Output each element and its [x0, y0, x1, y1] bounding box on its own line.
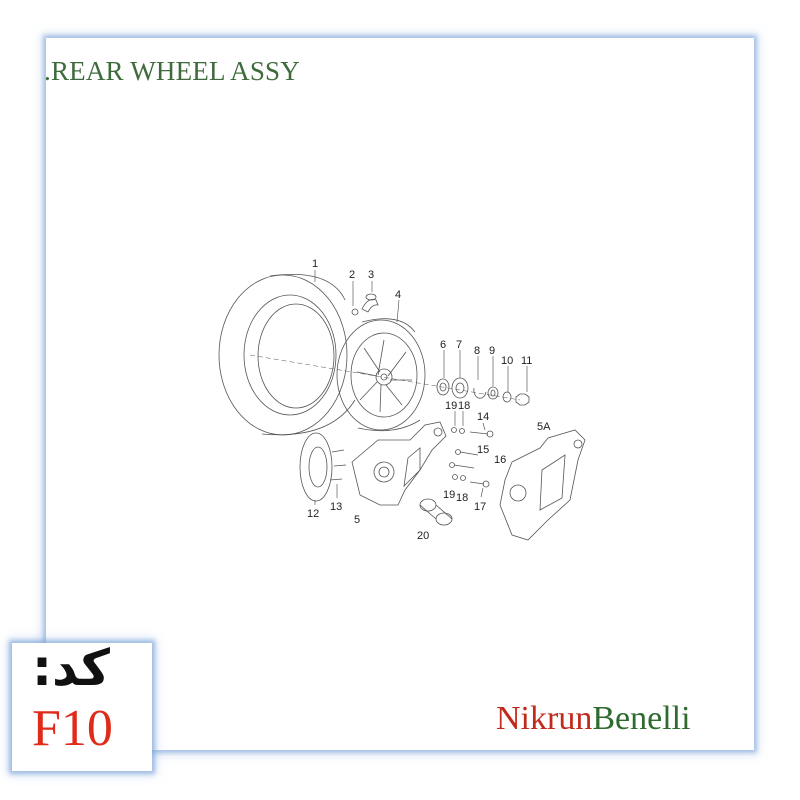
callout-5A: 5A: [537, 421, 551, 433]
tire-part: [218, 274, 356, 436]
wheel-rim-part: [336, 318, 426, 432]
page-title: .REAR WHEEL ASSY: [44, 56, 300, 86]
bracket-part: [499, 429, 586, 541]
callout-20: 20: [417, 530, 429, 542]
callout-4: 4: [395, 289, 401, 301]
callout-10: 10: [501, 355, 513, 367]
code-value: F10: [32, 700, 113, 757]
valve-part: [351, 293, 379, 316]
callout-19-upper: 19: [445, 400, 457, 412]
callout-13: 13: [330, 501, 342, 513]
callout-1: 1: [312, 258, 318, 270]
bushing-part: [419, 498, 453, 526]
callout-labels: 1 2 3 4 6 7 8 9 10 11 19 18 14 15 16 5A …: [307, 258, 551, 542]
callout-16: 16: [494, 454, 506, 466]
callout-18-upper: 18: [458, 400, 470, 412]
callout-7: 7: [456, 339, 462, 351]
bearing-stack-part: [436, 377, 530, 406]
code-label: کد:: [32, 639, 110, 697]
callout-6: 6: [440, 339, 446, 351]
swing-arm-part: [351, 421, 447, 506]
bolts-part: [449, 427, 494, 488]
callout-17: 17: [474, 501, 486, 513]
callout-12: 12: [307, 508, 319, 520]
callout-9: 9: [489, 345, 495, 357]
callout-2: 2: [349, 269, 355, 281]
callout-19-lower: 19: [443, 489, 455, 501]
brand-logo: NikrunBenelli: [496, 700, 691, 738]
callout-14: 14: [477, 411, 489, 423]
callout-5: 5: [354, 514, 360, 526]
callout-8: 8: [474, 345, 480, 357]
callout-15: 15: [477, 444, 489, 456]
callout-18-lower: 18: [456, 492, 468, 504]
product-code-badge: کد: F10: [12, 639, 152, 771]
callout-3: 3: [368, 269, 374, 281]
brand-name-part2: Benelli: [592, 700, 691, 737]
brake-disc-part: [299, 432, 347, 502]
brand-name-part1: Nikrun: [496, 700, 593, 737]
main-card: [46, 38, 754, 750]
callout-11: 11: [521, 355, 532, 367]
